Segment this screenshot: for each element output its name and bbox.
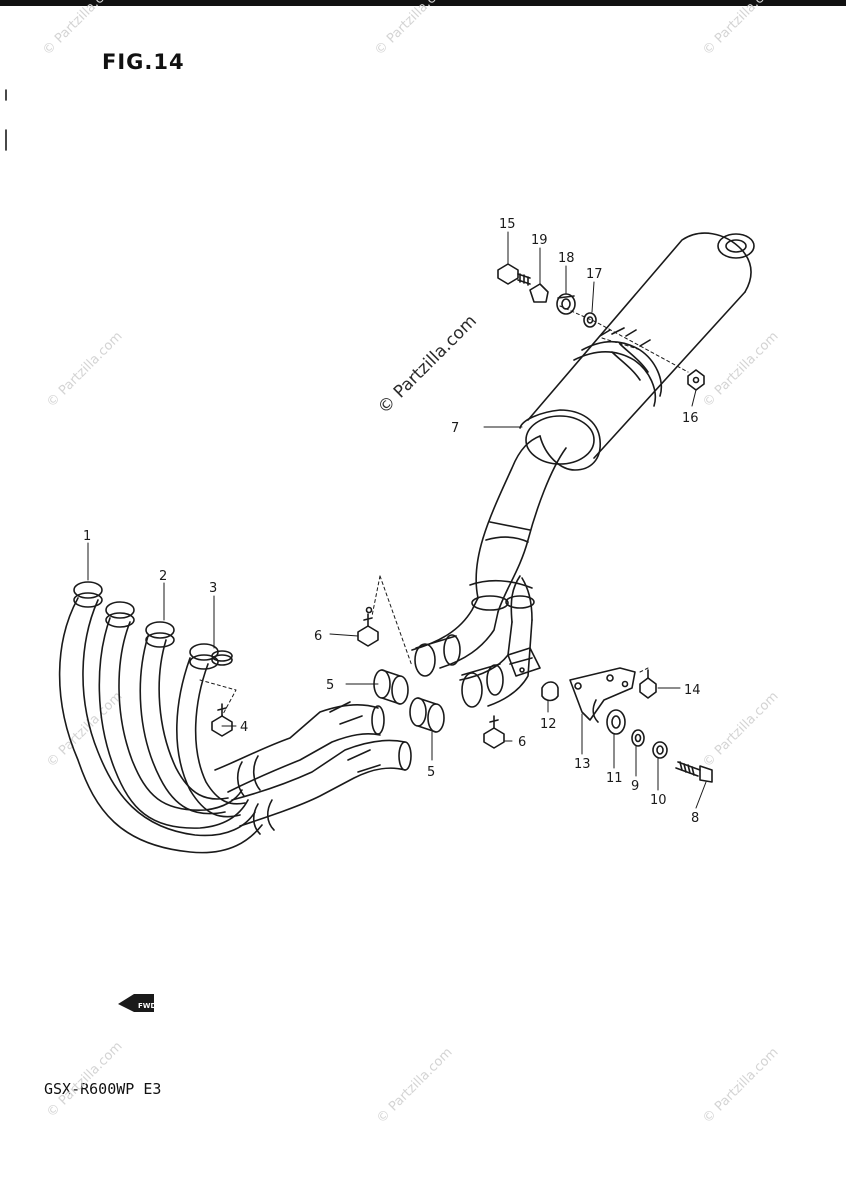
collar-19: [529, 283, 549, 303]
callout-5-upper: 5: [326, 678, 334, 693]
flange-3: [145, 621, 175, 639]
gasket-lower: [409, 697, 445, 733]
bolt-12: [541, 681, 559, 702]
assembly-lines: [199, 305, 689, 717]
callout-13: 13: [574, 757, 591, 772]
mid-pipe: [411, 435, 567, 708]
callout-12: 12: [540, 717, 557, 732]
callout-3: 3: [209, 581, 217, 596]
callout-8: 8: [691, 811, 699, 826]
washer-9: [631, 729, 645, 747]
gasket-upper: [373, 669, 409, 705]
flange-1: [73, 581, 103, 599]
washer-10: [652, 741, 668, 759]
callout-5-lower: 5: [427, 765, 435, 780]
callouts: 1 2 3 4 5 5 6 6 7 8 9 10 11 12 13 14 15 …: [83, 217, 701, 826]
flange-2: [105, 601, 135, 619]
nut-16: [687, 369, 705, 391]
bolt-15: [497, 263, 531, 286]
callout-11: 11: [606, 771, 623, 786]
bolt-6-lower: [483, 715, 505, 749]
callout-10: 10: [650, 793, 667, 808]
callout-19: 19: [531, 233, 548, 248]
callout-16: 16: [682, 411, 699, 426]
callout-18: 18: [558, 251, 575, 266]
leader-lines: [87, 231, 707, 809]
exhaust-header-pipes: [58, 581, 412, 854]
callout-7: 7: [451, 421, 459, 436]
callout-6-lower: 6: [518, 735, 526, 750]
callout-6-upper: 6: [314, 629, 322, 644]
model-code: GSX-R600WP E3: [44, 1080, 162, 1098]
nut-4: [211, 703, 233, 737]
fwd-label: FWD: [138, 1002, 157, 1010]
forward-direction-icon: FWD: [118, 994, 157, 1012]
callout-9: 9: [631, 779, 639, 794]
muffler: [519, 232, 755, 471]
washer-17: [583, 312, 597, 328]
callout-14: 14: [684, 683, 701, 698]
callout-15: 15: [499, 217, 516, 232]
gasket-small-3: [211, 650, 233, 666]
top-border: [0, 0, 846, 6]
callout-4: 4: [240, 720, 248, 735]
bolt-8: [675, 761, 713, 783]
callout-17: 17: [586, 267, 603, 282]
cushion-11: [606, 709, 626, 735]
bolt-14: [639, 669, 657, 699]
figure-title: FIG.14: [102, 50, 185, 74]
callout-2: 2: [159, 569, 167, 584]
callout-1: 1: [83, 529, 91, 544]
muffler-bracket: [569, 667, 636, 723]
bolt-6-upper: [357, 606, 379, 647]
